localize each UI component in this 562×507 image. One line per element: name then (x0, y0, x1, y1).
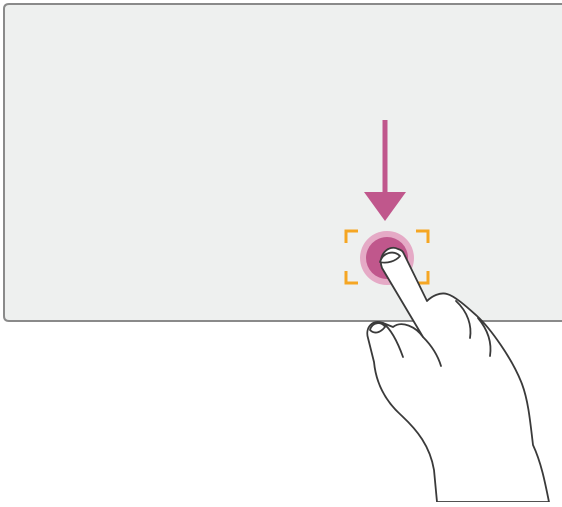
touch-panel-icon (4, 4, 562, 321)
